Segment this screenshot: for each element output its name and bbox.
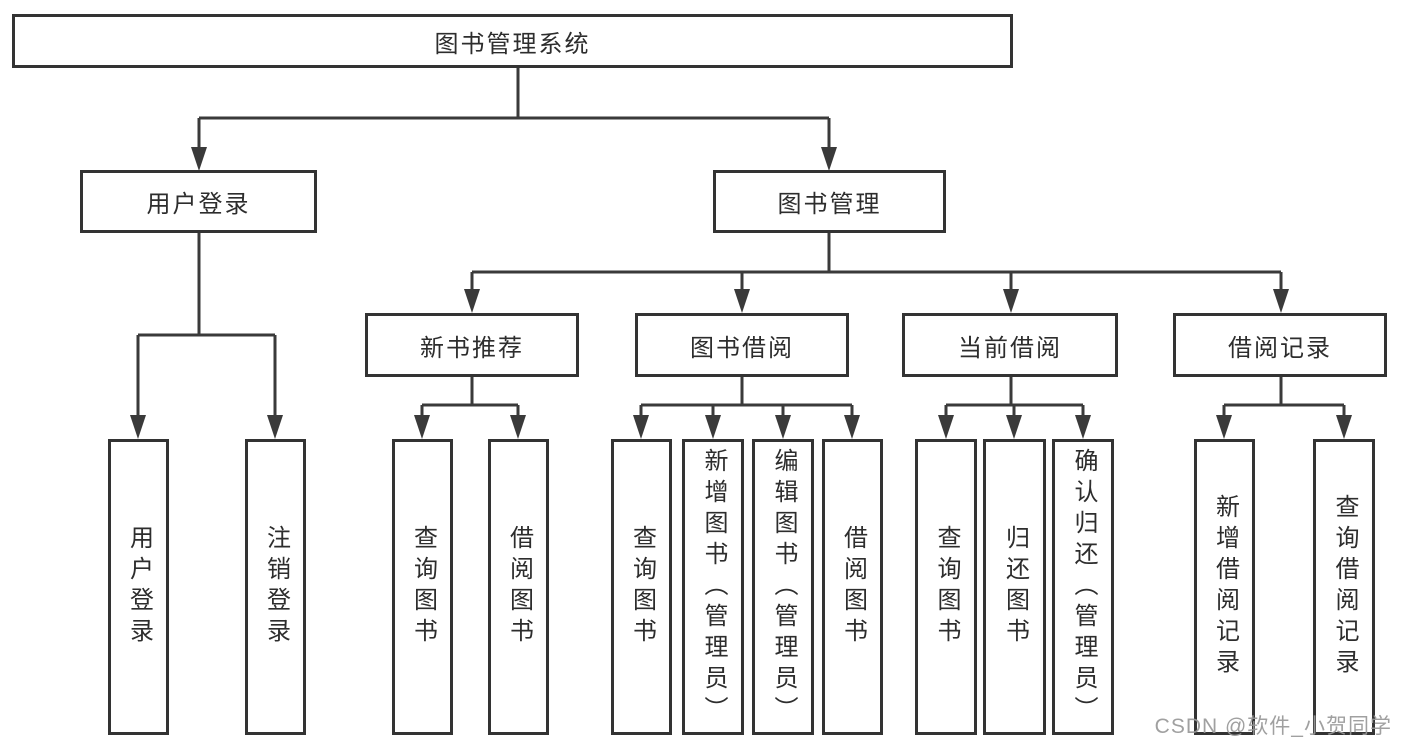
leaf-return-book: 归还图书 [983, 439, 1046, 735]
connector-new-book [420, 376, 520, 418]
csdn-watermark: CSDN @软件_小贺同学 [1154, 715, 1392, 738]
arrowhead-down-icons [130, 147, 1352, 439]
connector-current-borrow [944, 376, 1085, 418]
leaf-confirm-return-admin: 确认归还（管理员） [1052, 439, 1114, 735]
leaf-edit-book-admin: 编辑图书（管理员） [752, 439, 814, 735]
leaf-borrow-book: 借阅图书 [822, 439, 883, 735]
leaf-query-book-recommend: 查询图书 [392, 439, 453, 735]
node-user-login: 用户登录 [80, 170, 317, 233]
connector-root [197, 68, 831, 150]
node-current-borrow: 当前借阅 [902, 313, 1118, 377]
node-borrow-records: 借阅记录 [1173, 313, 1387, 377]
connector-borrow-records [1222, 376, 1346, 418]
connector-user-login [136, 233, 277, 418]
leaf-user-login: 用户登录 [108, 439, 169, 735]
leaf-borrow-book-recommend: 借阅图书 [488, 439, 549, 735]
leaf-query-current-borrow: 查询图书 [915, 439, 977, 735]
leaf-add-borrow-record: 新增借阅记录 [1194, 439, 1255, 735]
node-root-system: 图书管理系统 [12, 14, 1013, 68]
connector-book-mgmt [470, 233, 1283, 292]
node-new-book-recommend: 新书推荐 [365, 313, 579, 377]
leaf-logout: 注销登录 [245, 439, 306, 735]
connector-book-borrow [639, 376, 854, 418]
leaf-query-borrow-record: 查询借阅记录 [1313, 439, 1375, 735]
node-book-management: 图书管理 [713, 170, 946, 233]
node-book-borrow: 图书借阅 [635, 313, 849, 377]
leaf-query-book-borrow: 查询图书 [611, 439, 672, 735]
leaf-add-book-admin: 新增图书（管理员） [682, 439, 744, 735]
